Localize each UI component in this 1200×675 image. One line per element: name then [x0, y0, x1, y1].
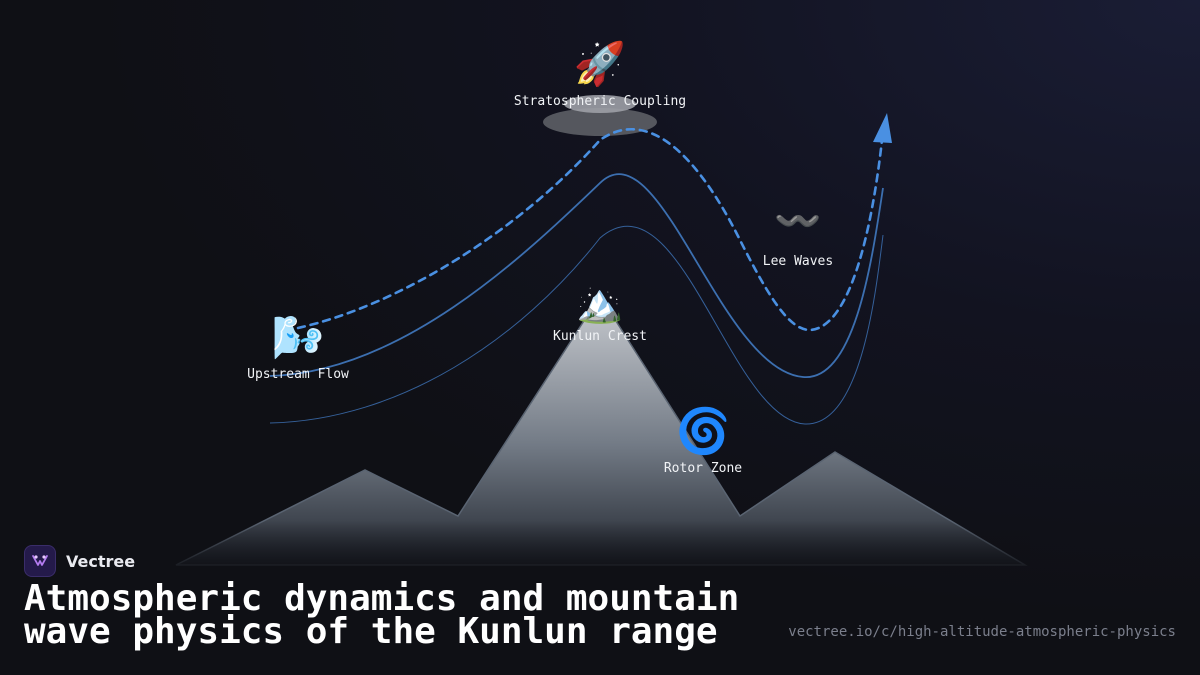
rocket-icon: 🚀 [574, 39, 626, 88]
kunlun-crest-label: Kunlun Crest [553, 329, 647, 344]
foreground-fade [170, 520, 1030, 566]
vectree-logo-icon [24, 545, 56, 577]
wavy-dash-icon: 〰️ [774, 199, 821, 243]
cyclone-icon: 🌀 [676, 404, 731, 457]
upstream-to-stratosphere-flow [296, 127, 884, 332]
lee-waves-label: Lee Waves [763, 254, 833, 269]
node-rotor-zone: 🌀 Rotor Zone [664, 404, 742, 476]
source-url[interactable]: vectree.io/c/high-altitude-atmospheric-p… [788, 624, 1176, 640]
page-title: Atmospheric dynamics and mountain wave p… [24, 578, 740, 652]
node-kunlun-crest: 🏔️ Kunlun Crest [553, 281, 647, 344]
upstream-flow-label: Upstream Flow [247, 367, 349, 382]
streamline-lower [269, 226, 884, 425]
node-upstream-flow: 🌬️ Upstream Flow [247, 313, 349, 382]
stratospheric-coupling-label: Stratospheric Coupling [514, 94, 686, 109]
vectree-mark-icon [32, 555, 48, 566]
snow-mountain-icon: 🏔️ [576, 281, 623, 325]
rotor-zone-label: Rotor Zone [664, 461, 742, 476]
node-stratospheric-coupling: 🚀 Stratospheric Coupling [514, 39, 686, 109]
brand[interactable]: Vectree [24, 544, 135, 578]
streamline-middle [269, 173, 884, 378]
stratosphere-disk [564, 95, 636, 113]
wind-face-icon: 🌬️ [272, 313, 324, 362]
flow-arrowhead [873, 113, 892, 143]
brand-name: Vectree [66, 551, 136, 571]
node-lee-waves: 〰️ Lee Waves [763, 199, 833, 269]
